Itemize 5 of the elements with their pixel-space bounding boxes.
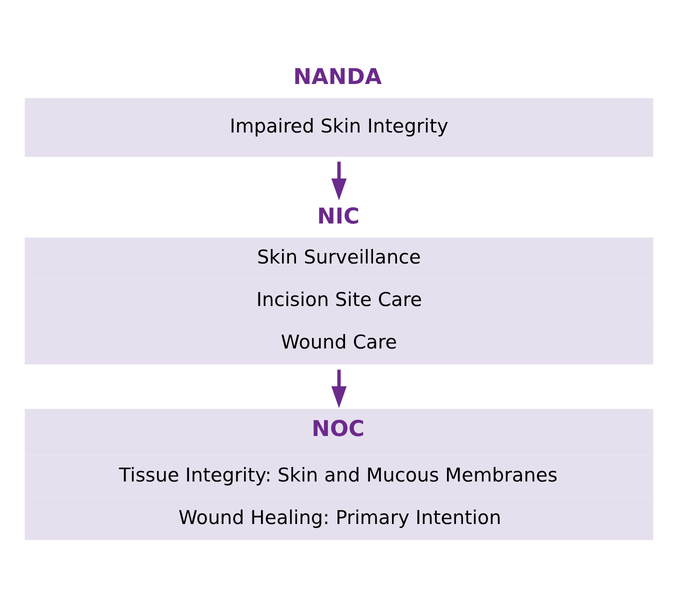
arrow (331, 161, 347, 200)
arrow (331, 369, 347, 408)
node-label: NIC (317, 204, 360, 230)
node-box: Impaired Skin Integrity (24, 98, 654, 156)
node-label: NANDA (293, 64, 382, 90)
